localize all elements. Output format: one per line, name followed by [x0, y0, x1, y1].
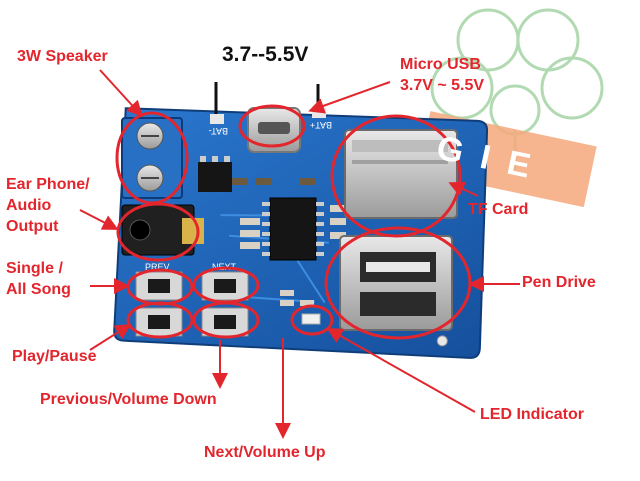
- label-earphone-output: Ear Phone/ Audio Output: [6, 176, 90, 235]
- label-3w-speaker: 3W Speaker: [17, 48, 108, 65]
- label-play-pause: Play/Pause: [12, 348, 97, 365]
- main-ic-chip: [262, 197, 324, 261]
- push-buttons: [135, 271, 249, 337]
- annotation-ellipses: [115, 104, 472, 340]
- label-previous-volume-down: Previous/Volume Down: [40, 391, 217, 408]
- label-led-indicator: LED Indicator: [480, 406, 585, 423]
- label-voltage-range: 3.7--5.5V: [222, 43, 309, 66]
- usb-a-port: [339, 235, 453, 331]
- bat-plus-silk: BAT+: [310, 120, 332, 130]
- label-micro-usb-range: 3.7V ~ 5.5V: [400, 77, 485, 94]
- label-micro-usb: Micro USB: [400, 56, 481, 73]
- passive-components: [232, 178, 346, 306]
- annotation-arrows: [79, 69, 520, 439]
- label-single-all-song: Single / All Song: [6, 260, 71, 298]
- led-component: [301, 313, 321, 325]
- prev-key-silk: PREV: [145, 262, 170, 272]
- micro-usb-port: [247, 107, 301, 153]
- regulator-chip: [198, 156, 232, 192]
- label-tf-card: TF Card: [468, 201, 529, 218]
- label-pen-drive: Pen Drive: [522, 274, 596, 291]
- tf-card-slot: [344, 129, 458, 219]
- speaker-terminal: [121, 117, 183, 199]
- audio-jack: [121, 204, 204, 256]
- watermark-clover: [430, 8, 604, 170]
- label-next-volume-up: Next/Volume Up: [204, 444, 326, 461]
- bat-minus-silk: BAT-: [209, 126, 228, 136]
